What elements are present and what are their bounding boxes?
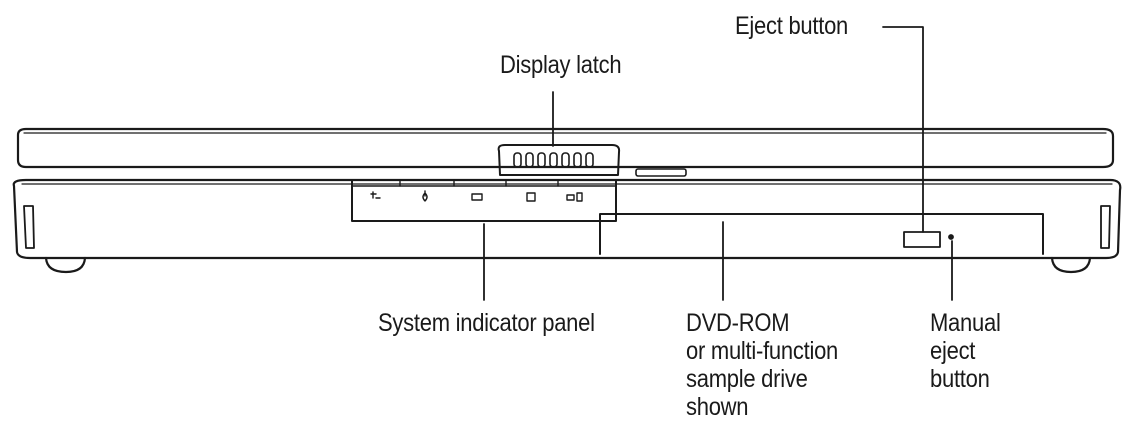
manual-eject-hole [948, 234, 954, 240]
wireless-icon [566, 192, 583, 202]
leader-lines [483, 26, 953, 301]
label-optical-drive-line-3: sample drive [686, 365, 808, 393]
left-vent [23, 205, 35, 249]
indicator-icons [370, 190, 583, 202]
label-manual-eject-line-2: eject [930, 337, 976, 365]
label-optical-drive-line-4: shown [686, 393, 749, 421]
laptop-base [12, 178, 1122, 260]
power-icon [422, 190, 428, 202]
latch-ridges [513, 152, 594, 168]
battery-icon [471, 193, 483, 201]
ac-power-icon [370, 191, 381, 199]
label-eject-button: Eject button [735, 12, 849, 40]
drive-icon [526, 192, 536, 202]
label-manual-eject-line-3: button [930, 365, 990, 393]
lid-slot [635, 168, 687, 177]
label-optical-drive-line-2: or multi-function [686, 337, 839, 365]
right-foot [1050, 256, 1092, 274]
left-foot [44, 256, 87, 274]
optical-drive-outline [599, 213, 1044, 255]
label-display-latch: Display latch [500, 51, 622, 79]
label-optical-drive-line-1: DVD-ROM [686, 309, 790, 337]
display-latch [497, 144, 621, 176]
label-manual-eject-button: Manual eject button [930, 309, 1001, 393]
display-lid [16, 127, 1115, 169]
label-manual-eject-line-1: Manual [930, 309, 1001, 337]
eject-button [903, 231, 941, 248]
label-optical-drive: DVD-ROM or multi-function sample drive s… [686, 309, 838, 421]
right-vent [1100, 205, 1111, 249]
label-system-indicator-panel: System indicator panel [378, 309, 595, 337]
